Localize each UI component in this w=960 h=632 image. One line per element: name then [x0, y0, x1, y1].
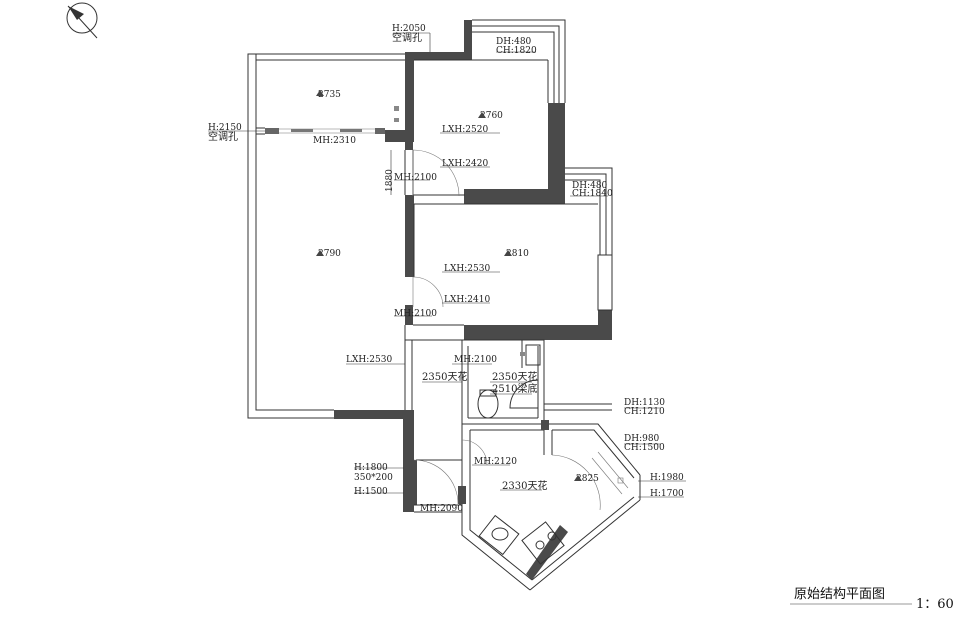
sliding-door	[265, 128, 385, 134]
lxh-2420-label: LXH:2420	[442, 159, 488, 169]
room-middle-right-number: 2810	[506, 249, 529, 259]
room-markers	[316, 90, 582, 481]
mh-2100-b-label: MH:2100	[394, 309, 437, 319]
north-arrow-icon	[66, 2, 98, 39]
room-top-left-number: 2735	[318, 90, 341, 100]
window-top-ch-label: CH:1820	[496, 46, 537, 56]
sink-icon	[478, 514, 520, 556]
drawing-scale: 1：60	[916, 597, 954, 612]
dim-1880-label: 1880	[385, 169, 395, 192]
mh-2090-label: MH:2090	[420, 504, 463, 514]
shower-icon	[509, 379, 539, 409]
stove-icon	[521, 521, 565, 565]
room-living-number: 2790	[318, 249, 341, 259]
kitchen-counter-icon	[591, 451, 629, 495]
room-kitchen-number: 2825	[576, 474, 599, 484]
labels: H:2050 空调孔 DH:480 CH:1820 2735 2760 H:21…	[208, 24, 954, 612]
ceiling-2350-b-label: 2350天花	[492, 370, 537, 383]
toilet-icon	[477, 389, 499, 419]
ac-left-height-label: H:2150	[208, 123, 242, 133]
markers	[394, 106, 525, 356]
outer-wall-thin	[247, 53, 405, 419]
ceiling-2330-label: 2330天花	[502, 479, 547, 492]
beam-2510-label: 2510梁底	[492, 382, 537, 395]
size-350-200-label: 350*200	[354, 473, 393, 483]
room-top-right-number: 2760	[480, 111, 503, 121]
structural-walls-lower	[458, 420, 568, 580]
ac-top-name-label: 空调孔	[392, 31, 422, 44]
mh-2120-label: MH:2120	[474, 457, 517, 467]
h-1800-label: H:1800	[354, 463, 388, 473]
lxh-2410-label: LXH:2410	[444, 295, 490, 305]
window-bath-ch-label: CH:1210	[624, 407, 665, 417]
drawing-title: 原始结构平面图	[794, 587, 885, 602]
window-mid-dh-label: DH:480	[572, 181, 608, 191]
ceiling-2350-a-label: 2350天花	[422, 370, 467, 383]
window-kitchen-ch-label: CH:1500	[624, 443, 665, 453]
mh-2100-c-label: MH:2100	[454, 355, 497, 365]
h-1500-label: H:1500	[354, 487, 388, 497]
h-1980-label: H:1980	[650, 473, 684, 483]
window-kitchen-dh-label: DH:980	[624, 434, 660, 444]
lxh-2520-label: LXH:2520	[442, 125, 488, 135]
window-top-dh-label: DH:480	[496, 37, 532, 47]
ac-top-height-label: H:2050	[392, 24, 426, 34]
mh-2100-a-label: MH:2100	[394, 173, 437, 183]
structural-walls	[334, 20, 612, 512]
ac-left-name-label: 空调孔	[208, 130, 238, 143]
lxh-2530-b-label: LXH:2530	[346, 355, 392, 365]
door-swings	[412, 149, 601, 511]
mh-2310-label: MH:2310	[313, 136, 356, 146]
partition-lines	[404, 19, 641, 591]
window-bath-dh-label: DH:1130	[624, 398, 665, 408]
lxh-2530-a-label: LXH:2530	[444, 264, 490, 274]
leader-lines	[208, 32, 912, 605]
h-1700-label: H:1700	[650, 489, 684, 499]
window-mid-ch-label: CH:1840	[572, 189, 613, 199]
